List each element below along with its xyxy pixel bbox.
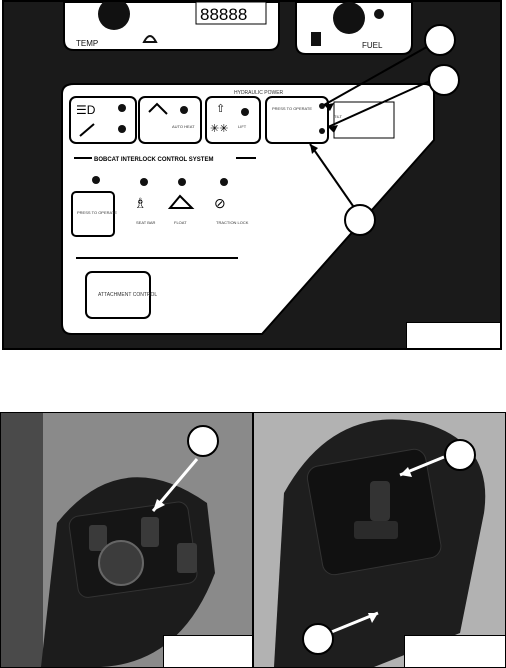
fuel-label: FUEL <box>362 41 383 50</box>
hydraulic-power-button[interactable] <box>265 96 329 144</box>
callout-arrowhead <box>153 499 165 511</box>
callout-arrow-1 <box>323 43 433 106</box>
traction-lock-label: TRACTION LOCK <box>216 220 249 225</box>
callout-circle <box>187 425 219 457</box>
callout-arrowhead-3 <box>310 144 318 154</box>
figure-label-box <box>404 635 505 667</box>
hydraulics-header: HYDRAULIC POWER <box>234 90 284 96</box>
callout-circle-2 <box>428 64 460 96</box>
callout-circle-1 <box>424 24 456 56</box>
joystick-photo-left <box>0 412 253 668</box>
instrument-panel-drawing: TEMP 88888 FUEL HYDRAULIC POWER ☰D AUTO … <box>61 2 435 335</box>
float-icon <box>167 194 195 209</box>
snowflake-icon: ✳✳ <box>210 123 228 135</box>
lights-indicator <box>118 104 126 112</box>
interlock-title: BOBCAT INTERLOCK CONTROL SYSTEM <box>94 157 213 163</box>
callout-arrowhead-lower <box>368 613 378 623</box>
callout-circle-upper <box>444 439 476 471</box>
callout-arrow-2 <box>327 79 433 128</box>
bucket-position-indicator <box>180 106 188 114</box>
joystick-left-drawing <box>1 413 252 667</box>
joystick-photo-right <box>253 412 506 668</box>
auto-heat-button[interactable] <box>138 96 202 144</box>
seat-icon: ♗ <box>134 195 147 211</box>
callout-circle-lower <box>302 623 334 655</box>
attachment-control-button[interactable] <box>85 271 151 319</box>
callout-arrow-lower <box>323 611 379 637</box>
hydraulic-bracket <box>333 101 395 139</box>
callout-arrowhead-2 <box>328 125 338 133</box>
thumb-switch[interactable] <box>354 521 398 539</box>
parking-brake-indicator <box>220 178 228 186</box>
figure-label-box <box>406 322 500 348</box>
temp-label: TEMP <box>76 39 98 48</box>
press-to-operate-button[interactable] <box>71 191 115 237</box>
auto-heat-label: AUTO HEAT <box>172 124 195 129</box>
fuel-gauge-icon <box>333 2 365 34</box>
float-indicator <box>178 178 186 186</box>
worklight-indicator <box>118 125 126 133</box>
seat-bar-indicator <box>140 178 148 186</box>
arrow-up-icon: ⇧ <box>216 103 225 115</box>
center-rocker-switch[interactable] <box>141 517 159 547</box>
fuel-warning-light <box>374 9 384 19</box>
bucket-position-icon <box>148 102 168 115</box>
trigger-switch[interactable] <box>370 481 390 521</box>
callout-arrow-3 <box>309 143 361 217</box>
lift-label: LIFT <box>238 124 247 129</box>
callout-arrowhead-1 <box>324 103 334 111</box>
press-to-operate-indicator <box>92 176 100 184</box>
left-rocker-switch[interactable] <box>89 525 107 551</box>
tilt-label: TILT <box>334 114 342 119</box>
callout-circle-3 <box>344 204 376 236</box>
press-to-operate-label: PRESS TO OPERATE <box>272 106 312 111</box>
float-label: FLOAT <box>174 220 187 225</box>
right-rocker-switch[interactable] <box>177 543 197 573</box>
traction-lock-indicator <box>241 108 249 116</box>
seat-shadow <box>1 413 43 667</box>
attachment-control-label: ATTACHMENT CONTROL <box>98 292 157 298</box>
hour-meter <box>195 2 267 25</box>
traction-lock-button[interactable] <box>205 96 261 144</box>
fuel-pump-icon <box>311 32 321 46</box>
parking-brake-icon: ⊘ <box>214 195 226 211</box>
figure-label-box <box>163 635 252 667</box>
hour-meter-digits: 88888 <box>200 5 247 24</box>
horn-button[interactable] <box>98 540 144 586</box>
headlight-icon: ☰D <box>76 103 96 117</box>
instrument-panel-figure: TEMP 88888 FUEL HYDRAULIC POWER ☰D AUTO … <box>2 0 502 350</box>
worklight-icon <box>79 123 95 137</box>
hydraulic-indicator-1 <box>319 103 325 109</box>
hydraulic-indicator-2 <box>319 128 325 134</box>
coolant-icon <box>142 35 158 43</box>
press-to-operate-box-label: PRESS TO OPERATE <box>77 210 117 215</box>
seat-bar-label: SEAT BAR <box>136 220 156 225</box>
callout-arrowhead-upper <box>400 467 412 477</box>
temperature-gauge-icon <box>98 2 130 30</box>
